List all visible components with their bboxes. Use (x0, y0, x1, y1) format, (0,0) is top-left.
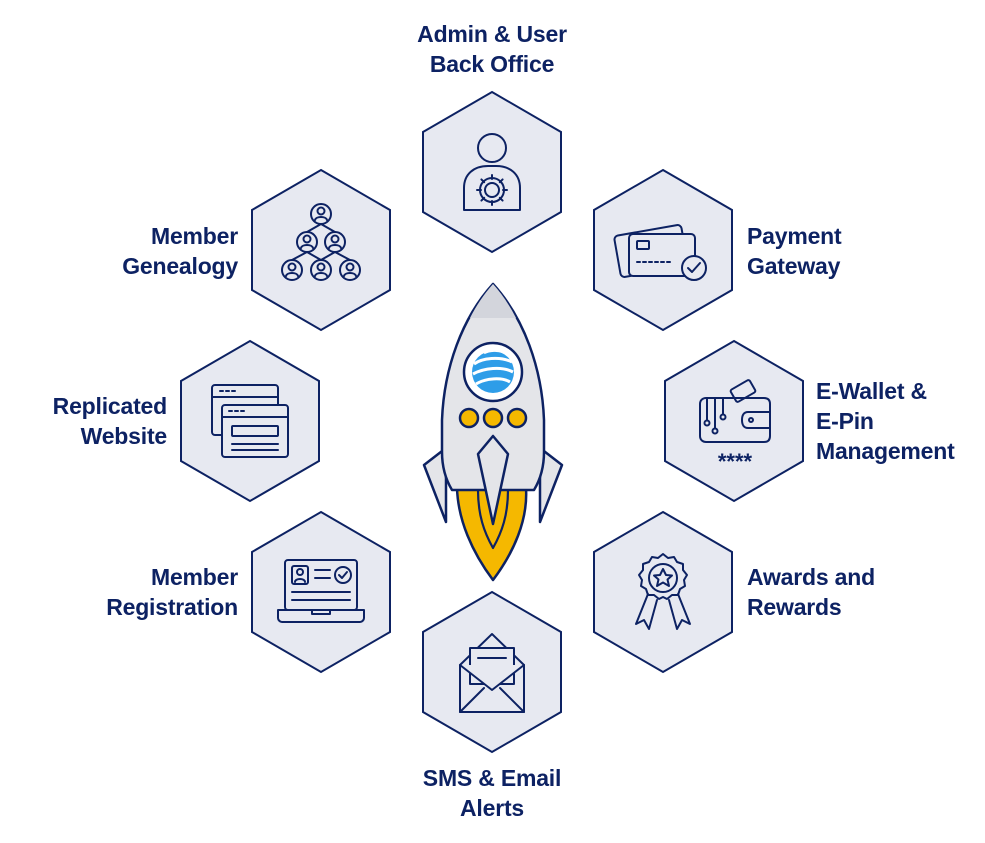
laptop-registration-icon (277, 559, 365, 623)
hexagon (422, 90, 562, 254)
admin-gear-icon (463, 133, 521, 211)
rocket-icon (422, 282, 564, 582)
label-awards-rewards: Awards and Rewards (747, 564, 875, 620)
genealogy-tree-icon (281, 203, 361, 281)
pin-asterisks: **** (718, 449, 753, 474)
label-ewallet-epin: E-Wallet & E-Pin Management (816, 378, 955, 464)
feature-payment (593, 168, 733, 332)
feature-replicated (180, 339, 320, 503)
label-payment-gateway: Payment Gateway (747, 223, 842, 279)
feature-registration (251, 510, 391, 674)
label-member-registration: Member Registration (106, 564, 238, 620)
label-member-genealogy: Member Genealogy (122, 223, 238, 279)
browser-windows-icon (211, 384, 289, 458)
rocket-center-fin (476, 434, 510, 526)
hexagon (251, 168, 391, 332)
hexagon (664, 339, 804, 503)
feature-awards (593, 510, 733, 674)
label-sms-email-alerts: SMS & Email Alerts (422, 765, 562, 821)
rocket-window-dot (458, 407, 480, 429)
feature-genealogy (251, 168, 391, 332)
credit-card-check-icon (613, 224, 707, 281)
rocket-fin-left (422, 446, 448, 524)
feature-sms (422, 590, 562, 754)
award-ribbon-icon (635, 553, 691, 630)
rocket-window-dot (482, 407, 504, 429)
feature-admin (422, 90, 562, 254)
feature-ewallet: **** (664, 339, 804, 503)
rocket-fin-right (538, 446, 564, 524)
label-admin-back-office: Admin & User Back Office (417, 21, 567, 77)
label-replicated-website: Replicated Website (52, 393, 168, 449)
rocket-window-dot (506, 407, 528, 429)
envelope-open-icon (459, 633, 525, 713)
wallet-pin-icon (699, 379, 771, 443)
